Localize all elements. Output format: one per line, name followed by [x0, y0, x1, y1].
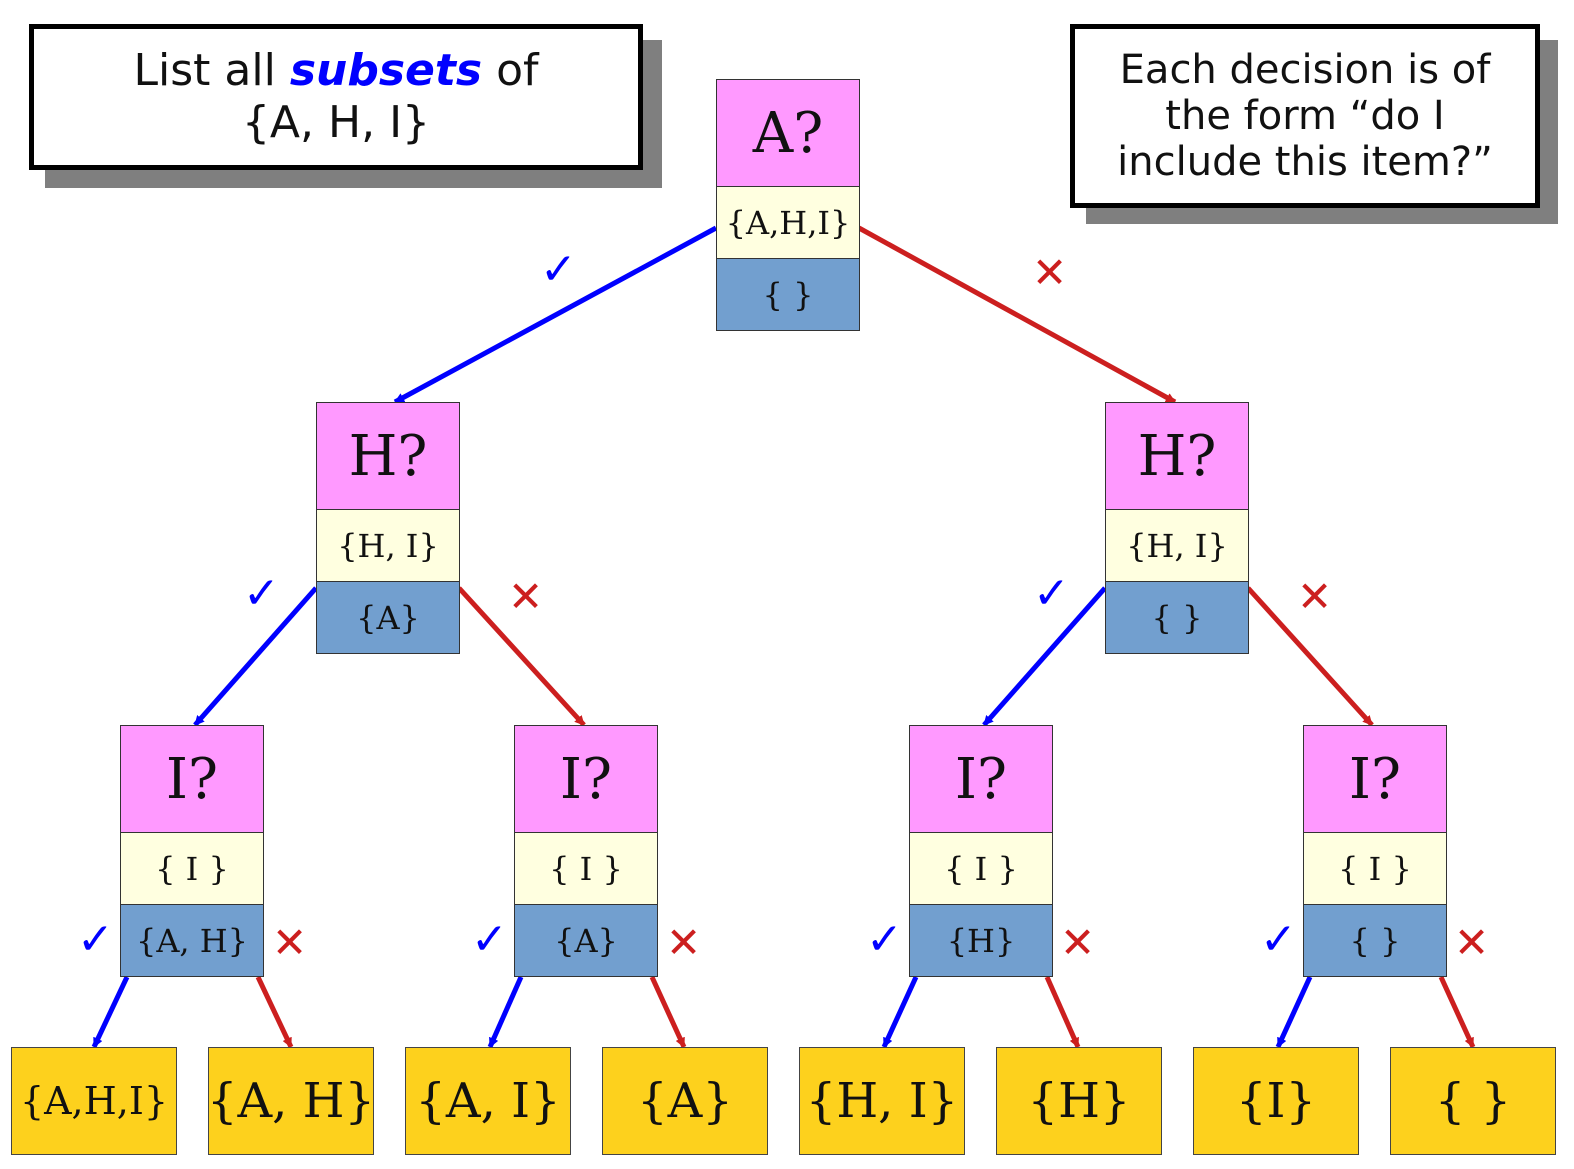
edge-l-include: [193, 586, 318, 727]
checkmark-icon: ✓: [540, 244, 577, 295]
edge-ll-exclude: [255, 975, 294, 1049]
node-question: I?: [514, 725, 658, 833]
leaf-subset: {H}: [996, 1047, 1162, 1155]
cross-icon: ✕: [1454, 918, 1490, 967]
node-rl: I? { I } {H}: [909, 725, 1053, 977]
leaf-subset: {H, I}: [799, 1047, 965, 1155]
leaf-subset: {A}: [602, 1047, 768, 1155]
node-question: I?: [120, 725, 264, 833]
task-text-highlight: subsets: [289, 45, 483, 96]
node-chosen: {A}: [316, 582, 460, 654]
task-text-pre: List all: [133, 45, 290, 96]
node-remaining: {H, I}: [316, 510, 460, 582]
decision-note-callout: Each decision is of the form “do I inclu…: [1070, 24, 1540, 208]
node-question: I?: [909, 725, 1053, 833]
edge-root-include: [393, 225, 718, 405]
edge-l-exclude: [457, 586, 586, 727]
node-remaining: { I }: [120, 833, 264, 905]
checkmark-icon: ✓: [77, 914, 114, 965]
node-chosen: {A}: [514, 905, 658, 977]
leaf-subset: {A,H,I}: [11, 1047, 177, 1155]
checkmark-icon: ✓: [1260, 914, 1297, 965]
cross-icon: ✕: [272, 918, 308, 967]
edge-lr-include: [487, 975, 524, 1049]
leaf-subset: {A, I}: [405, 1047, 571, 1155]
node-ll: I? { I } {A, H}: [120, 725, 264, 977]
edge-lr-exclude: [649, 975, 687, 1049]
leaf-subset: { }: [1390, 1047, 1556, 1155]
checkmark-icon: ✓: [243, 568, 280, 619]
task-text-post: of: [482, 45, 539, 96]
node-root: A? {A,H,I} { }: [716, 79, 860, 331]
node-chosen: {A, H}: [120, 905, 264, 977]
task-callout: List all subsets of {A, H, I}: [29, 24, 643, 170]
node-lr: I? { I } {A}: [514, 725, 658, 977]
edge-rr-include: [1275, 975, 1313, 1049]
node-l: H? {H, I} {A}: [316, 402, 460, 654]
edge-r-exclude: [1246, 586, 1374, 727]
cross-icon: ✕: [508, 572, 544, 621]
note-line-2: the form “do I: [1165, 93, 1445, 139]
cross-icon: ✕: [1297, 572, 1333, 621]
node-chosen: { }: [716, 259, 860, 331]
checkmark-icon: ✓: [471, 914, 508, 965]
node-remaining: { I }: [1303, 833, 1447, 905]
edge-rl-exclude: [1044, 975, 1081, 1049]
checkmark-icon: ✓: [1033, 568, 1070, 619]
leaf-subset: {I}: [1193, 1047, 1359, 1155]
task-text-set: {A, H, I}: [241, 97, 431, 148]
edge-root-exclude: [857, 225, 1177, 405]
note-line-1: Each decision is of: [1119, 47, 1491, 93]
note-line-3: include this item?”: [1117, 139, 1493, 185]
node-question: H?: [1105, 402, 1249, 510]
node-question: I?: [1303, 725, 1447, 833]
checkmark-icon: ✓: [866, 914, 903, 965]
node-remaining: {H, I}: [1105, 510, 1249, 582]
node-remaining: {A,H,I}: [716, 187, 860, 259]
node-remaining: { I }: [909, 833, 1053, 905]
node-remaining: { I }: [514, 833, 658, 905]
node-r: H? {H, I} { }: [1105, 402, 1249, 654]
edge-r-include: [982, 586, 1107, 727]
edge-rl-include: [881, 975, 919, 1049]
edge-rr-exclude: [1438, 975, 1476, 1049]
leaf-subset: {A, H}: [207, 1047, 375, 1155]
node-chosen: {H}: [909, 905, 1053, 977]
cross-icon: ✕: [1060, 918, 1096, 967]
node-chosen: { }: [1105, 582, 1249, 654]
node-question: H?: [316, 402, 460, 510]
node-rr: I? { I } { }: [1303, 725, 1447, 977]
edge-ll-include: [91, 975, 130, 1049]
cross-icon: ✕: [1032, 248, 1068, 297]
node-chosen: { }: [1303, 905, 1447, 977]
cross-icon: ✕: [666, 918, 702, 967]
node-question: A?: [716, 79, 860, 187]
